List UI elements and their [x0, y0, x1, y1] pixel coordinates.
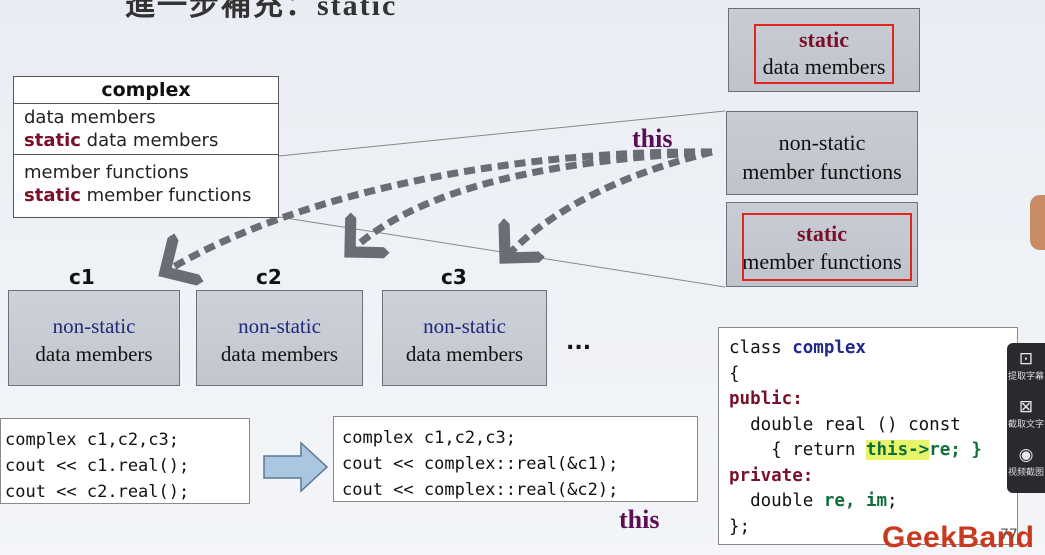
- page-number: 77: [1000, 527, 1018, 543]
- static-data-box: static data members: [728, 8, 920, 92]
- static-keyword: static: [24, 130, 81, 151]
- object-line1: non-static: [238, 314, 321, 338]
- presenter-edge: [1030, 195, 1045, 250]
- code-line: double re, im;: [729, 491, 898, 511]
- arrow-to-c3: [505, 148, 713, 258]
- class-code-box: class complex { public: double real () con…: [718, 327, 1018, 545]
- camera-icon: ◉: [1018, 445, 1034, 465]
- toolbar-label: 视频截图: [1007, 468, 1044, 478]
- slide-title: 進一步補充：static: [125, 0, 398, 22]
- ellipsis: ...: [566, 330, 592, 355]
- highlight-frame: [754, 24, 894, 84]
- right-arrow-icon: [263, 441, 329, 493]
- nonstatic-func-box: non-static member functions: [726, 111, 918, 195]
- this-label-bottom: this: [619, 505, 660, 534]
- uml-function-section: member functions static member functions: [14, 155, 278, 209]
- object-box-c3: non-static data members: [382, 290, 547, 386]
- connector-line-top: [278, 110, 726, 157]
- object-label-c3: c3: [441, 265, 467, 289]
- code-line: cout << complex::real(&c2);: [342, 480, 619, 500]
- uml-class-title: complex: [14, 77, 278, 104]
- object-line1: non-static: [52, 314, 136, 338]
- arrow-to-c1: [165, 148, 713, 272]
- code-line: complex c1,c2,c3;: [342, 428, 516, 448]
- uml-data-members: data members: [24, 107, 156, 128]
- text-extract-icon: ⊡: [1018, 349, 1034, 369]
- static-func-box: static member functions: [726, 202, 918, 287]
- nonstatic-func-line1: non-static: [778, 130, 866, 155]
- static-data-text: data members: [80, 130, 219, 151]
- screenshot-text-button[interactable]: ⊠ 截取文字: [1007, 391, 1045, 439]
- uml-static-data-members: static data members: [24, 129, 268, 152]
- highlight-frame: [742, 213, 912, 281]
- object-line2: data members: [220, 342, 339, 366]
- arrow-to-c2: [350, 148, 713, 252]
- static-func-text: member functions: [80, 185, 252, 206]
- text-extract-button[interactable]: ⊡ 提取字幕: [1007, 343, 1045, 391]
- this-label-top: this: [632, 124, 673, 153]
- static-data-text: data members: [762, 54, 886, 79]
- side-toolbar: ⊡ 提取字幕 ⊠ 截取文字 ◉ 视频截图: [1007, 343, 1045, 493]
- code-line: class complex: [729, 338, 866, 358]
- object-line2: data members: [35, 342, 153, 366]
- connector-line-bottom: [278, 216, 726, 288]
- code-line: };: [729, 516, 751, 537]
- static-func-kw: static: [796, 221, 848, 246]
- nonstatic-func-line2: member functions: [742, 159, 902, 184]
- toolbar-label: 提取字幕: [1007, 372, 1044, 382]
- uml-static-member-functions: static member functions: [24, 184, 268, 207]
- code-line: complex c1,c2,c3;: [5, 430, 179, 450]
- code-box-left: complex c1,c2,c3; cout << c1.real(); cout …: [0, 418, 250, 504]
- object-line2: data members: [405, 342, 524, 366]
- static-keyword: static: [24, 185, 81, 206]
- code-line: double real () const: [729, 414, 961, 435]
- object-box-c1: non-static data members: [8, 290, 180, 386]
- uml-data-section: data members static data members: [14, 104, 278, 155]
- object-line1: non-static: [423, 314, 506, 338]
- object-label-c2: c2: [256, 265, 282, 289]
- brand-logo: GeekBand: [882, 521, 1035, 554]
- code-line: {: [729, 363, 740, 384]
- code-line: { return this->re; }: [729, 440, 982, 460]
- code-box-middle: complex c1,c2,c3;cout << complex::real(&…: [333, 416, 698, 502]
- code-line: cout << complex::real(&c1);: [342, 454, 619, 474]
- code-line: private:: [729, 465, 814, 486]
- static-func-text: member functions: [742, 249, 902, 274]
- object-label-c1: c1: [69, 265, 95, 289]
- object-box-c2: non-static data members: [196, 290, 363, 386]
- toolbar-label: 截取文字: [1007, 420, 1044, 430]
- code-line: public:: [729, 389, 803, 409]
- screenshot-text-icon: ⊠: [1018, 397, 1034, 417]
- uml-class-box: complex data members static data members…: [13, 76, 279, 218]
- uml-member-functions: member functions: [24, 162, 189, 183]
- video-screenshot-button[interactable]: ◉ 视频截图: [1007, 439, 1045, 487]
- static-data-kw: static: [798, 27, 850, 52]
- code-line: cout << c1.real();: [5, 456, 190, 476]
- code-line: cout << c2.real();: [5, 482, 190, 502]
